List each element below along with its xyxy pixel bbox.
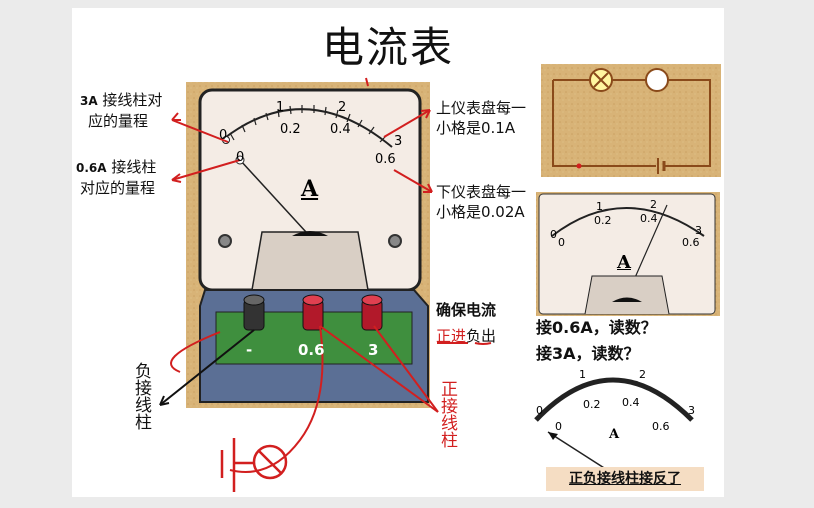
closeup-top-3: 3 xyxy=(695,224,702,237)
switch-icon xyxy=(576,163,582,169)
reversed-top-1: 1 xyxy=(579,368,586,381)
circuit-background xyxy=(541,64,721,177)
terminal-label-06a: 0.6 xyxy=(298,341,325,359)
closeup-top-2: 2 xyxy=(650,198,657,211)
reversed-top-0: 0 xyxy=(536,404,543,417)
closeup-top-1: 1 xyxy=(596,200,603,213)
top-scale-3: 3 xyxy=(394,134,403,149)
screw-left xyxy=(218,234,232,248)
reversed-bottom-06: 0.6 xyxy=(652,420,670,433)
terminal-label-3a: 3 xyxy=(368,341,379,359)
circuit-diagram xyxy=(541,64,721,177)
top-scale-0: 0 xyxy=(219,128,228,143)
bottom-scale-0: 0 xyxy=(236,150,245,165)
label-06a-range: 0.6A 接线柱 对应的量程 xyxy=(76,158,157,197)
terminal-label-negative: - xyxy=(246,341,253,359)
question-3a: 接3A，读数？ xyxy=(536,344,640,363)
reversed-top-3: 3 xyxy=(688,404,695,417)
terminal-06a xyxy=(302,294,324,331)
screw-right xyxy=(388,234,402,248)
reversed-unit: A xyxy=(609,427,620,442)
reversed-scale-arc xyxy=(534,377,694,422)
meter-window xyxy=(251,231,369,291)
top-scale-1: 1 xyxy=(276,100,285,115)
label-positive-terminal: 正接线柱 xyxy=(437,380,457,448)
closeup-bottom-04: 0.4 xyxy=(640,212,658,225)
reversed-top-2: 2 xyxy=(639,368,646,381)
label-upper-dial: 上仪表盘每一 小格是0.1A xyxy=(436,99,527,137)
label-negative-terminal: 负接线柱 xyxy=(131,362,151,430)
reversed-bottom-02: 0.2 xyxy=(583,398,601,411)
negative-arrow xyxy=(159,329,255,406)
pivot xyxy=(292,231,328,236)
bottom-scale-02: 0.2 xyxy=(280,122,301,137)
terminal-negative xyxy=(243,294,265,331)
closeup-meter xyxy=(536,192,720,316)
bottom-scale-06: 0.6 xyxy=(375,152,396,167)
page-title: 电流表 xyxy=(322,23,455,72)
label-3a-range: 3A 接线柱对 应的量程 xyxy=(80,91,163,130)
closeup-bottom-02: 0.2 xyxy=(594,214,612,227)
closeup-bottom-0: 0 xyxy=(558,236,565,249)
closeup-bottom-06: 0.6 xyxy=(682,236,700,249)
reversed-meter xyxy=(534,377,694,474)
needle xyxy=(239,159,307,233)
reversed-warning-banner: 正负接线柱接反了 xyxy=(546,467,704,491)
closeup-unit: A xyxy=(617,252,631,273)
question-06a: 接0.6A，读数？ xyxy=(536,318,657,337)
meter-unit: A xyxy=(301,176,319,202)
handwritten-symbol xyxy=(220,438,288,492)
top-scale-2: 2 xyxy=(338,100,347,115)
main-ammeter xyxy=(186,82,430,408)
reversed-needle xyxy=(547,431,613,474)
closeup-top-0: 0 xyxy=(550,228,557,241)
label-in-out: 正进负出 xyxy=(436,327,497,345)
label-ensure-current: 确保电流 xyxy=(436,301,497,319)
reversed-bottom-0: 0 xyxy=(555,420,562,433)
bottom-scale-04: 0.4 xyxy=(330,122,351,137)
ammeter-symbol-icon xyxy=(645,68,669,92)
label-lower-dial: 下仪表盘每一 小格是0.02A xyxy=(436,183,527,221)
terminal-3a xyxy=(361,294,383,331)
reversed-bottom-04: 0.4 xyxy=(622,396,640,409)
scale-ticks xyxy=(229,105,387,143)
circuit-wire xyxy=(552,79,711,167)
